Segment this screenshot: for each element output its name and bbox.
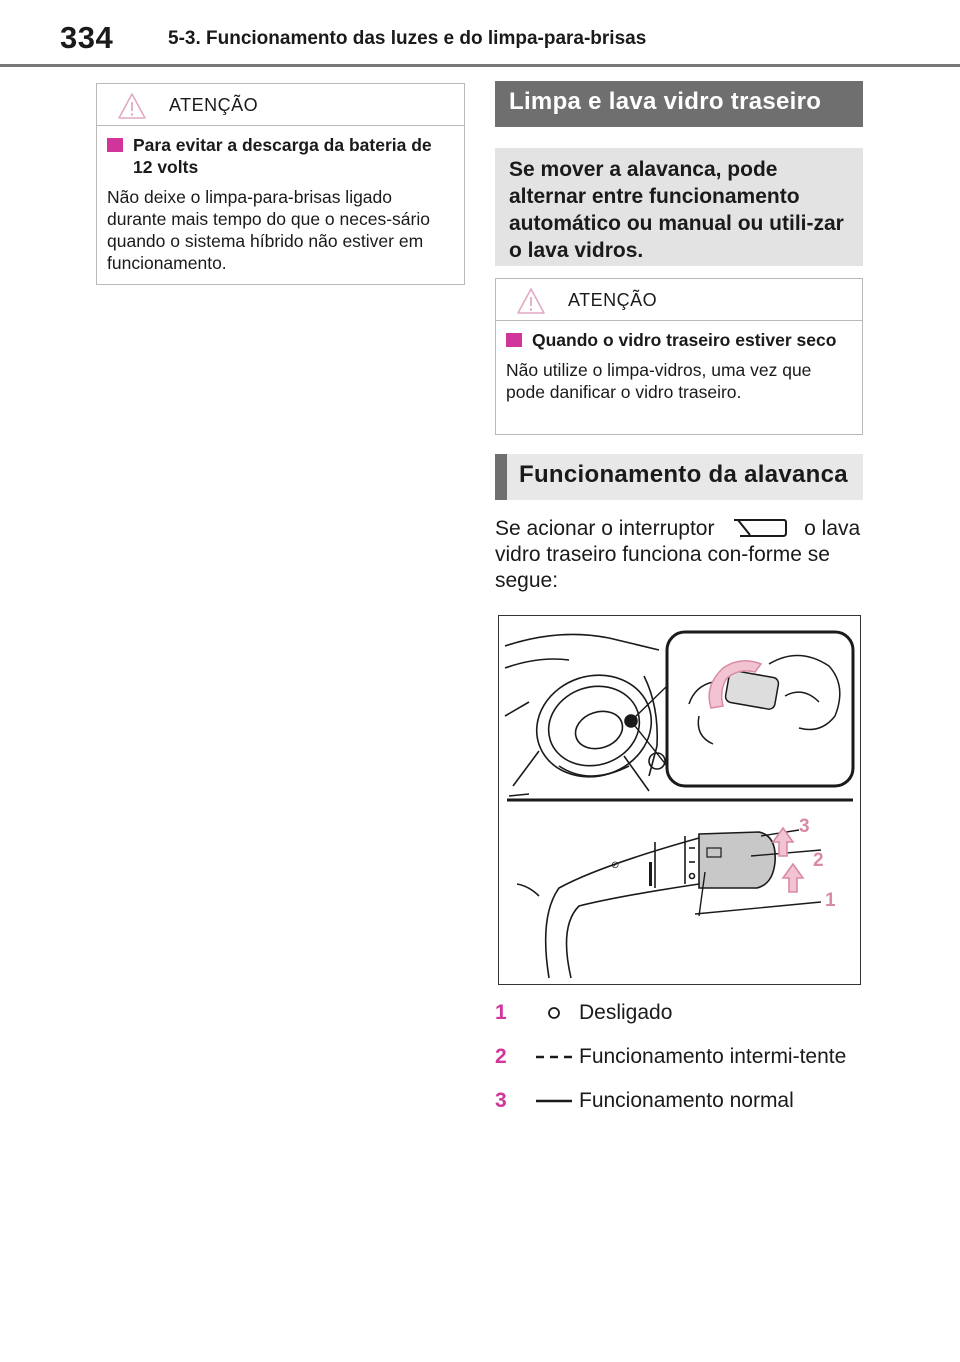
warning-header: ATENÇÃO xyxy=(496,279,862,321)
rear-wiper-switch-icon xyxy=(734,519,788,537)
warning-title: ATENÇÃO xyxy=(568,290,658,310)
warning-box-battery: ATENÇÃO Para evitar a descarga da bateri… xyxy=(96,83,465,285)
bullet-square-icon xyxy=(107,138,123,152)
off-circle-icon xyxy=(529,998,579,1028)
warning-text: Não deixe o limpa-para-brisas ligado dur… xyxy=(107,187,430,273)
lever-figure: ⊘ 3 2 1 xyxy=(498,615,861,985)
intro-box: Se mover a alavanca, pode alternar entre… xyxy=(495,148,863,266)
list-item: 2 Funcionamento intermi-tente xyxy=(495,1042,865,1072)
steering-wheel-scene xyxy=(504,633,668,797)
bullet-square-icon xyxy=(506,333,522,347)
header-rule xyxy=(0,64,960,67)
warning-subtitle-text: Para evitar a descarga da bateria de 12 … xyxy=(133,135,432,177)
callout-2: 2 xyxy=(813,850,824,871)
warning-triangle-icon xyxy=(118,93,146,119)
section-banner-rear: Limpa e lava vidro traseiro xyxy=(495,81,863,127)
lever-knob xyxy=(698,831,776,917)
warning-subtitle: Para evitar a descarga da bateria de 12 … xyxy=(107,134,454,178)
svg-text:⊘: ⊘ xyxy=(611,860,619,871)
warning-title: ATENÇÃO xyxy=(169,95,259,115)
dashed-line-icon xyxy=(529,1042,579,1072)
warning-box-dry-glass: ATENÇÃO Quando o vidro traseiro estiver … xyxy=(495,278,863,435)
arrow-up-icon xyxy=(781,862,805,893)
lever-stalk: ⊘ xyxy=(516,833,725,979)
position-list: 1 Desligado 2 Funcionamento intermi-tent… xyxy=(495,998,865,1130)
list-item: 3 Funcionamento normal xyxy=(495,1086,865,1116)
page-header: 334 5-3. Funcionamento das luzes e do li… xyxy=(0,0,960,68)
callout-3: 3 xyxy=(799,816,810,837)
warning-triangle-icon xyxy=(517,288,545,314)
lever-illustration: ⊘ 3 2 1 xyxy=(504,630,855,979)
section-title: 5-3. Funcionamento das luzes e do limpa-… xyxy=(168,28,647,49)
warning-header: ATENÇÃO xyxy=(97,84,464,126)
section-banner-lever: Funcionamento da alavanca xyxy=(495,454,863,500)
inset-detail xyxy=(665,630,855,788)
warning-subtitle-text: Quando o vidro traseiro estiver seco xyxy=(532,330,837,350)
page-number: 334 xyxy=(60,20,114,55)
solid-line-icon xyxy=(529,1086,579,1116)
callout-labels: 3 2 1 xyxy=(799,816,836,911)
callout-1: 1 xyxy=(825,890,836,911)
list-item: 1 Desligado xyxy=(495,998,865,1028)
arrow-up-icon xyxy=(771,826,795,857)
warning-subtitle: Quando o vidro traseiro estiver seco xyxy=(506,329,852,351)
warning-body: Quando o vidro traseiro estiver seco Não… xyxy=(496,321,862,413)
list-label: Funcionamento intermi-tente xyxy=(579,1045,847,1068)
list-number: 1 xyxy=(495,1001,507,1024)
list-number: 3 xyxy=(495,1089,507,1112)
lever-text-after: o lava vidro traseiro funciona con-forme… xyxy=(495,517,861,592)
position-arrows xyxy=(771,826,805,893)
lever-text-before: Se acionar o interruptor xyxy=(495,517,715,540)
warning-text: Não utilize o limpa-vidros, uma vez que … xyxy=(506,360,812,402)
lever-description: Se acionar o interruptor o lava vidro tr… xyxy=(495,516,865,594)
list-label: Funcionamento normal xyxy=(579,1089,794,1112)
list-label: Desligado xyxy=(579,1001,673,1024)
warning-body: Para evitar a descarga da bateria de 12 … xyxy=(97,126,464,284)
list-number: 2 xyxy=(495,1045,507,1068)
